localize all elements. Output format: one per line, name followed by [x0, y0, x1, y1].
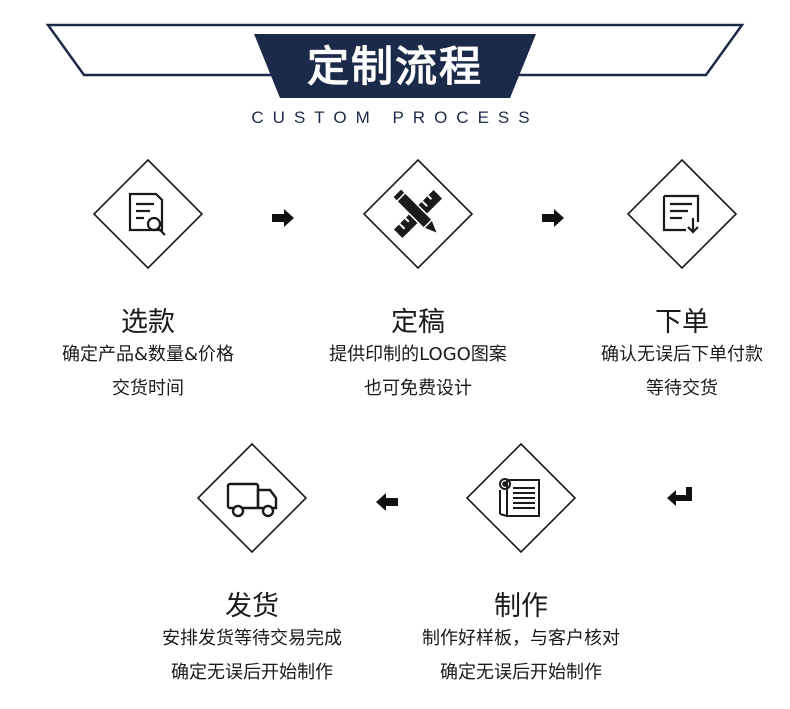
step-select-diamond — [92, 158, 204, 270]
step-select-title: 选款 — [121, 307, 175, 338]
arrow-right-icon — [268, 206, 298, 230]
step-ship-desc-1: 安排发货等待交易完成 — [162, 628, 342, 649]
step-select-desc-1: 确定产品&数量&价格 — [61, 344, 235, 365]
step-order-desc-2: 等待交货 — [646, 378, 718, 399]
step-order-diamond — [626, 158, 738, 270]
pencil-ruler-icon — [391, 187, 443, 239]
step-select-desc-2: 交货时间 — [112, 378, 184, 399]
step-finalize-title: 定稿 — [391, 307, 445, 338]
step-order-desc-1: 确认无误后下单付款 — [601, 344, 763, 365]
page-title: 定制流程 — [306, 42, 483, 91]
step-finalize-desc-2: 也可免费设计 — [364, 378, 472, 399]
header-banner — [45, 23, 745, 98]
document-search-icon — [128, 192, 166, 236]
page-subtitle: CUSTOM PROCESS — [251, 108, 539, 127]
step-finalize-diamond — [362, 158, 474, 270]
step-produce-title: 制作 — [494, 591, 548, 622]
step-ship-title: 发货 — [225, 591, 279, 622]
step-produce-desc-2: 确定无误后开始制作 — [440, 662, 602, 683]
step-produce-desc-1: 制作好样板，与客户核对 — [422, 628, 620, 649]
arrow-right-icon — [538, 206, 568, 230]
step-ship-desc-2: 确定无误后开始制作 — [171, 662, 333, 683]
step-order-title: 下单 — [655, 307, 709, 338]
step-ship-diamond — [196, 442, 308, 554]
step-produce-diamond — [465, 442, 577, 554]
arrow-left-icon — [372, 490, 402, 514]
delivery-truck-icon — [226, 482, 278, 518]
step-finalize-desc-1: 提供印制的LOGO图案 — [329, 344, 507, 365]
return-arrow-icon — [664, 485, 694, 509]
document-download-icon — [662, 194, 700, 234]
scroll-document-icon — [499, 478, 540, 517]
